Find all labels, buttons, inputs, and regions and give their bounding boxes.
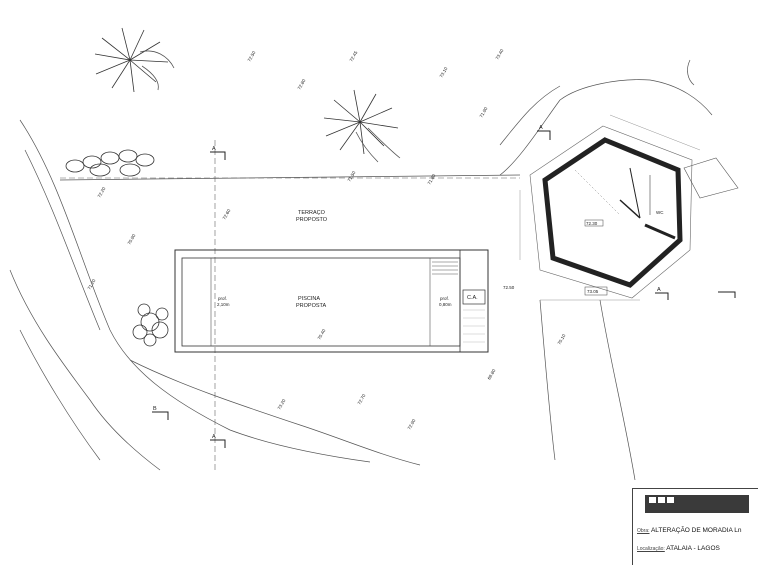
machine-room-label: C.A. — [467, 295, 478, 301]
palm-tree-1 — [94, 27, 175, 93]
spot-level: 73.10 — [439, 66, 449, 79]
section-a-label-pav2: A — [657, 287, 661, 293]
spot-levels: 72.50 72.45 73.10 73.40 72.80 71.90 72.20 72.60… — [87, 48, 567, 431]
spot-level: 73.20 — [277, 398, 287, 411]
local-key: Localização: — [637, 546, 665, 552]
section-markers — [152, 130, 736, 448]
spot-level: 72.20 — [97, 186, 107, 199]
section-b-label: B — [153, 406, 157, 412]
palm-tree-2 — [323, 89, 401, 163]
obra-value: ALTERAÇÃO DE MORADIA Ln — [650, 527, 742, 534]
annotations: TERRAÇO PROPOSTO PISCINA PROPOSTA prof. … — [153, 125, 664, 440]
level-pavilion: 72.30 — [586, 221, 598, 226]
spot-level: 70.40 — [317, 328, 327, 341]
level-pavilion-2: 73.05 — [587, 289, 599, 294]
depth-left-value: 2,10m — [217, 302, 230, 307]
pavilion-deck — [683, 157, 739, 199]
machine-room — [462, 289, 486, 305]
spot-level: 72.60 — [222, 208, 232, 221]
section-a-label-pav: A — [539, 125, 543, 131]
section-a-label-top: A — [212, 146, 216, 152]
obra-key: Obra: — [637, 528, 650, 534]
pavilion-outline — [529, 125, 693, 299]
spot-level: 71.50 — [347, 170, 357, 183]
local-value: ATALAIA - LAGOS — [666, 545, 720, 552]
spot-level: 72.50 — [247, 50, 257, 63]
level-pool: 72.50 — [503, 285, 515, 290]
terrace-label-2: PROPOSTO — [296, 217, 328, 223]
pavilion — [519, 114, 739, 301]
depth-right-label: prof. — [440, 296, 449, 301]
pool-paving — [463, 309, 485, 343]
spot-level: 70.10 — [557, 333, 567, 346]
title-block: Obra: ALTERAÇÃO DE MORADIA Ln Localizaçã… — [632, 488, 758, 565]
spot-level: 72.45 — [349, 50, 359, 63]
depth-left-label: prof. — [218, 296, 227, 301]
spot-level: 72.70 — [357, 393, 367, 406]
section-a-label-bottom: A — [212, 434, 216, 440]
logo-mark-1 — [649, 497, 656, 503]
spot-level: 69.80 — [487, 368, 497, 381]
spot-level: 71.20 — [87, 278, 97, 291]
title-block-obra: Obra: ALTERAÇÃO DE MORADIA Ln — [637, 527, 742, 534]
spot-level: 71.90 — [479, 106, 489, 119]
spot-level: 73.40 — [495, 48, 505, 61]
grid-lines — [60, 140, 520, 470]
pavilion-outer-wall — [542, 137, 683, 288]
shrub-cluster — [132, 303, 169, 347]
trees — [65, 27, 401, 347]
depth-right-value: 0,80m — [439, 302, 452, 307]
logo-mark-3 — [667, 497, 674, 503]
pool-outer — [174, 249, 489, 353]
spot-level: 70.90 — [127, 233, 137, 246]
pavilion-room-label: WC — [656, 210, 664, 215]
spot-level: 72.80 — [297, 78, 307, 91]
pool-label: PISCINA — [298, 296, 320, 302]
title-block-local: Localização: ATALAIA - LAGOS — [637, 545, 720, 552]
spot-level: 72.90 — [407, 418, 417, 431]
terrain-contours — [9, 59, 713, 481]
logo-mark-2 — [658, 497, 665, 503]
pool-label-2: PROPOSTA — [296, 303, 326, 309]
pool — [174, 249, 489, 353]
terrace-label: TERRAÇO — [298, 210, 326, 216]
hedge-row — [65, 149, 155, 177]
pool-steps — [432, 261, 458, 275]
spot-level: 71.80 — [427, 173, 437, 186]
